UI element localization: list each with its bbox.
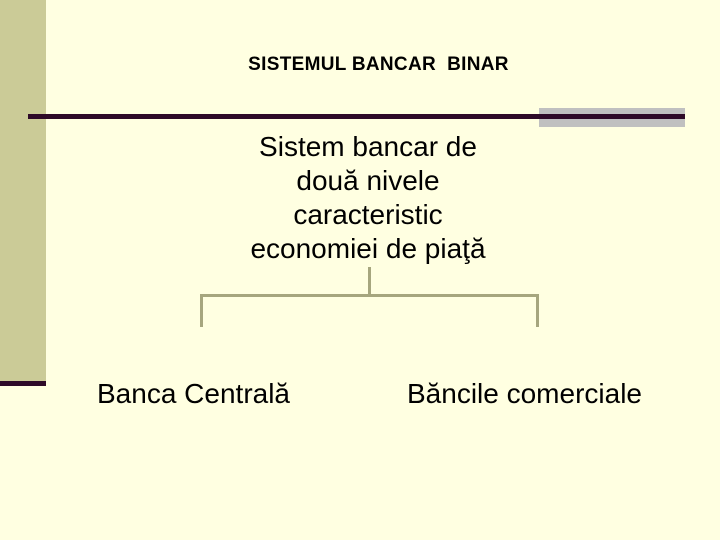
left-accent-bar [0, 0, 46, 381]
connector-right-drop [536, 294, 539, 327]
connector-horizontal [200, 294, 539, 297]
connector-left-drop [200, 294, 203, 327]
diagram-root-text: Sistem bancar de două nivele caracterist… [250, 131, 486, 264]
left-accent-bar-rule [0, 381, 46, 386]
title-rule [28, 114, 685, 119]
slide-title: SISTEMUL BANCAR BINAR [248, 54, 509, 75]
node-banca-centrala: Banca Centrală [97, 378, 291, 409]
connector-stem [368, 267, 371, 295]
node-bancile-comerciale: Băncile comerciale [407, 378, 642, 409]
